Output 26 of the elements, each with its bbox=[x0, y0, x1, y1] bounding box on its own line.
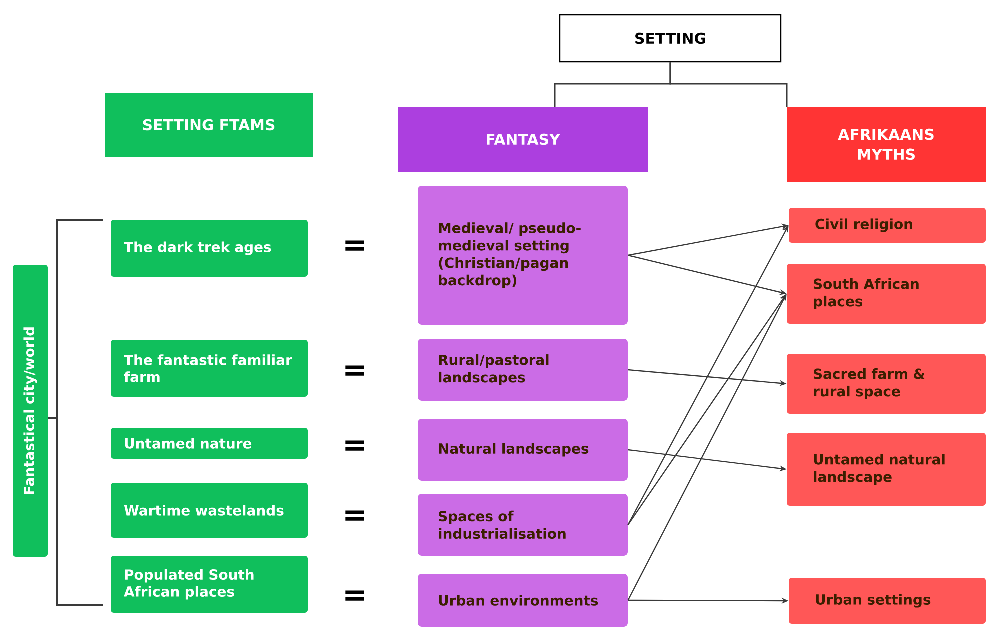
equals-sign: = bbox=[346, 590, 364, 601]
equals-sign: = bbox=[346, 510, 364, 521]
item-box: Untamed nature bbox=[111, 428, 308, 459]
item-box: Urban settings bbox=[789, 578, 986, 624]
heading-box: SETTING FTAMS bbox=[105, 93, 313, 157]
item-box: Spaces of industrialisation bbox=[418, 494, 628, 556]
item-box: The dark trek ages bbox=[111, 220, 308, 277]
root-box: SETTING bbox=[559, 14, 782, 63]
equals-sign: = bbox=[346, 366, 364, 376]
item-box: Urban environments bbox=[418, 574, 628, 627]
item-box: Populated South African places bbox=[111, 556, 308, 613]
item-box: Wartime wastelands bbox=[111, 483, 308, 538]
heading-box: FANTASY bbox=[398, 107, 648, 172]
equals-sign: = bbox=[346, 440, 364, 451]
item-box: Untamed natural landscape bbox=[787, 433, 986, 506]
item-box: The fantastic familiar farm bbox=[111, 340, 308, 397]
item-box: Civil religion bbox=[789, 208, 986, 243]
item-box: Natural landscapes bbox=[418, 419, 628, 481]
item-box: Rural/pastoral landscapes bbox=[418, 339, 628, 401]
connector-line bbox=[670, 62, 788, 107]
equals-sign: = bbox=[346, 240, 364, 251]
item-box: Medieval/ pseudo-medieval setting (Christian/pagan backdrop) bbox=[418, 186, 628, 325]
item-box: South African places bbox=[787, 264, 986, 324]
vertical-box: Fantastical city/world bbox=[13, 265, 48, 557]
heading-box: AFRIKAANS MYTHS bbox=[787, 107, 986, 182]
item-box: Sacred farm & rural space bbox=[787, 354, 986, 414]
